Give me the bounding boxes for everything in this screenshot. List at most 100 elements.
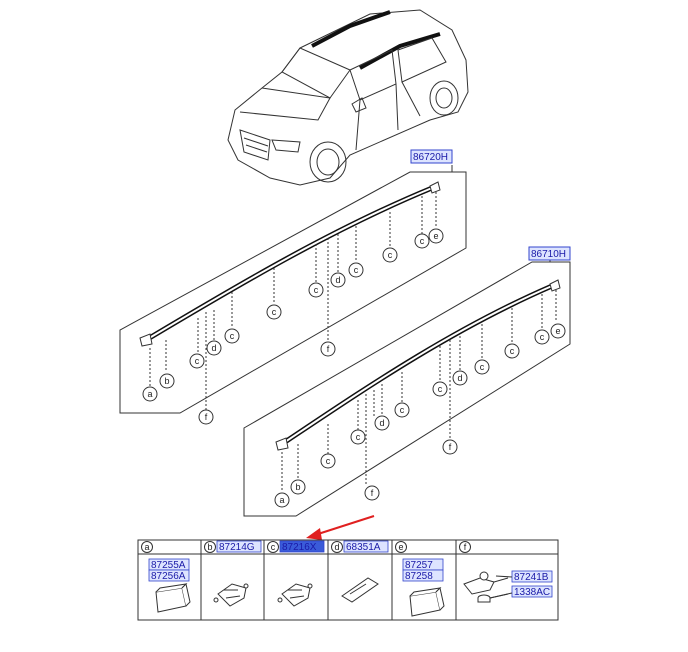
svg-text:c: c (356, 432, 361, 442)
svg-text:c: c (540, 332, 545, 342)
callout-d: d (330, 272, 346, 288)
svg-text:87214G: 87214G (219, 542, 255, 553)
svg-text:c: c (271, 542, 276, 552)
callout-c: c (224, 328, 240, 344)
part-c-image (277, 583, 313, 607)
callout-c: c (432, 381, 448, 397)
svg-text:f: f (449, 442, 452, 452)
callout-e: e (428, 228, 444, 244)
part-d-image (341, 577, 379, 603)
callout-c: c (189, 353, 205, 369)
callout-d: d (374, 415, 390, 431)
svg-text:f: f (205, 412, 208, 422)
part-number-87255A[interactable]: 87255A (148, 558, 190, 571)
part-number-1338AC[interactable]: 1338AC (511, 585, 553, 598)
callout-f: f (364, 485, 380, 501)
svg-text:c: c (400, 405, 405, 415)
svg-text:d: d (211, 343, 216, 353)
svg-text:c: c (354, 265, 359, 275)
part-b-image (213, 583, 249, 607)
callout-c: c (266, 304, 282, 320)
svg-text:d: d (457, 373, 462, 383)
part-number-87258[interactable]: 87258 (402, 569, 444, 582)
svg-text:c: c (510, 346, 515, 356)
part-number-87216X[interactable]: 87216X (279, 540, 325, 553)
svg-text:87256A: 87256A (151, 571, 186, 582)
callout-c: c (534, 329, 550, 345)
svg-text:68351A: 68351A (346, 542, 381, 553)
part-number-87214G[interactable]: 87214G (216, 540, 262, 553)
callout-a: a (274, 492, 290, 508)
part-number-87257[interactable]: 87257 (402, 558, 444, 571)
callout-c: c (394, 402, 410, 418)
svg-text:b: b (164, 376, 169, 386)
svg-text:87216X: 87216X (282, 542, 317, 553)
parts-cell-b: b 87214G (204, 540, 262, 553)
svg-text:87255A: 87255A (151, 560, 186, 571)
svg-text:c: c (388, 250, 393, 260)
part-number-68351A[interactable]: 68351A (343, 540, 389, 553)
callout-f: f (198, 409, 214, 425)
svg-text:e: e (555, 326, 560, 336)
svg-text:c: c (195, 356, 200, 366)
part-label-86720H[interactable]: 86720H (410, 149, 453, 164)
callout-e: e (550, 323, 566, 339)
callout-c: c (382, 247, 398, 263)
parts-cell-c: c 87216X (267, 540, 325, 553)
svg-text:c: c (438, 384, 443, 394)
highlight-arrow (306, 515, 375, 540)
svg-text:e: e (433, 231, 438, 241)
callout-b: b (290, 479, 306, 495)
part-f-image (463, 571, 509, 603)
svg-text:d: d (334, 542, 339, 552)
svg-text:a: a (147, 389, 152, 399)
svg-text:f: f (327, 344, 330, 354)
callout-c: c (320, 453, 336, 469)
svg-text:b: b (295, 482, 300, 492)
svg-text:86720H: 86720H (413, 152, 448, 163)
callout-f: f (320, 341, 336, 357)
svg-text:d: d (335, 275, 340, 285)
svg-text:c: c (272, 307, 277, 317)
svg-text:c: c (480, 362, 485, 372)
callout-c: c (348, 262, 364, 278)
svg-text:a: a (144, 542, 149, 552)
svg-text:c: c (230, 331, 235, 341)
part-e-image (409, 587, 445, 617)
callout-b: b (159, 373, 175, 389)
svg-text:e: e (398, 542, 403, 552)
svg-text:87257: 87257 (405, 560, 433, 571)
svg-text:b: b (207, 542, 212, 552)
callout-c: c (504, 343, 520, 359)
callout-c: c (414, 233, 430, 249)
svg-text:c: c (326, 456, 331, 466)
part-number-87241B[interactable]: 87241B (511, 570, 553, 583)
svg-text:87258: 87258 (405, 571, 433, 582)
panel-lower: 86710H (243, 246, 571, 517)
svg-text:f: f (371, 488, 374, 498)
svg-text:f: f (464, 542, 467, 552)
part-label-86710H[interactable]: 86710H (528, 246, 571, 261)
callout-c: c (308, 282, 324, 298)
svg-text:1338AC: 1338AC (514, 587, 550, 598)
svg-text:a: a (279, 495, 284, 505)
callout-d: d (452, 370, 468, 386)
svg-text:86710H: 86710H (531, 249, 566, 260)
part-number-87256A[interactable]: 87256A (148, 569, 190, 582)
roof-moulding-upper (144, 185, 433, 343)
callout-f: f (442, 439, 458, 455)
svg-text:c: c (314, 285, 319, 295)
callout-a: a (142, 386, 158, 402)
svg-text:87241B: 87241B (514, 572, 549, 583)
callout-c: c (474, 359, 490, 375)
parts-cell-d: d 68351A (331, 540, 389, 553)
callout-d: d (206, 340, 222, 356)
svg-text:c: c (420, 236, 425, 246)
car-illustration (227, 9, 469, 186)
parts-cell-f: f 87241B 1338AC (459, 541, 553, 599)
svg-text:d: d (379, 418, 384, 428)
